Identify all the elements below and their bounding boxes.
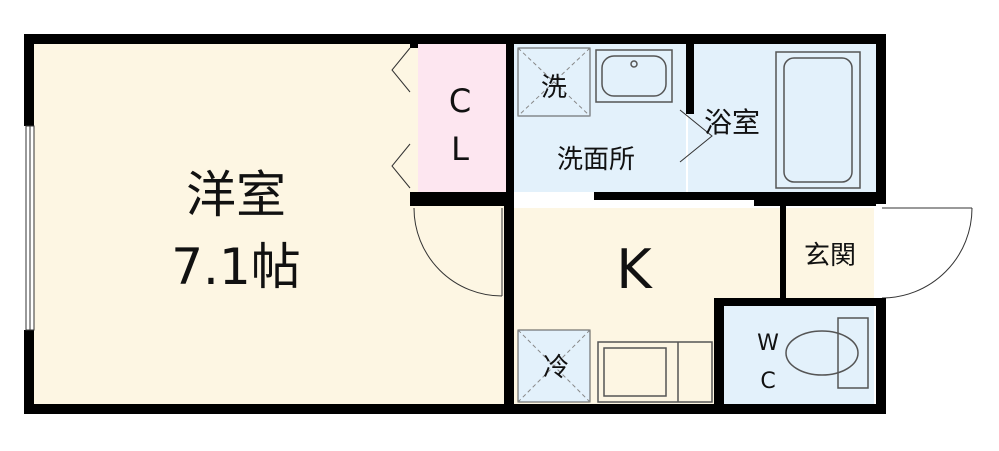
appliance-space-marks [517,47,591,403]
closet-label-line2: L [451,130,469,168]
closet-area [418,44,506,192]
door-swings [391,47,973,299]
western-room-name: 洋室 [186,166,286,224]
bath-area [688,44,876,192]
walls [24,34,886,414]
fridge-label: 冷 [543,353,569,383]
wc-label-line1: W [757,331,779,356]
entrance-label: 玄関 [804,241,856,271]
western-room-size: 7.1帖 [171,238,301,296]
wc-area [724,306,874,404]
closet-label-line1: C [449,82,471,120]
wc-label-line2: C [760,369,775,394]
window [25,125,35,331]
washbasin-fixture [595,49,673,103]
washer-label: 洗 [541,73,567,103]
washroom-label: 洗面所 [557,145,635,175]
entrance-area [786,208,874,300]
kitchen-counter-fixture [597,341,713,403]
bathtub-fixture [775,51,861,189]
kitchen-label: K [616,238,653,301]
toilet-fixture [785,317,869,389]
bath-label: 浴室 [704,106,760,139]
